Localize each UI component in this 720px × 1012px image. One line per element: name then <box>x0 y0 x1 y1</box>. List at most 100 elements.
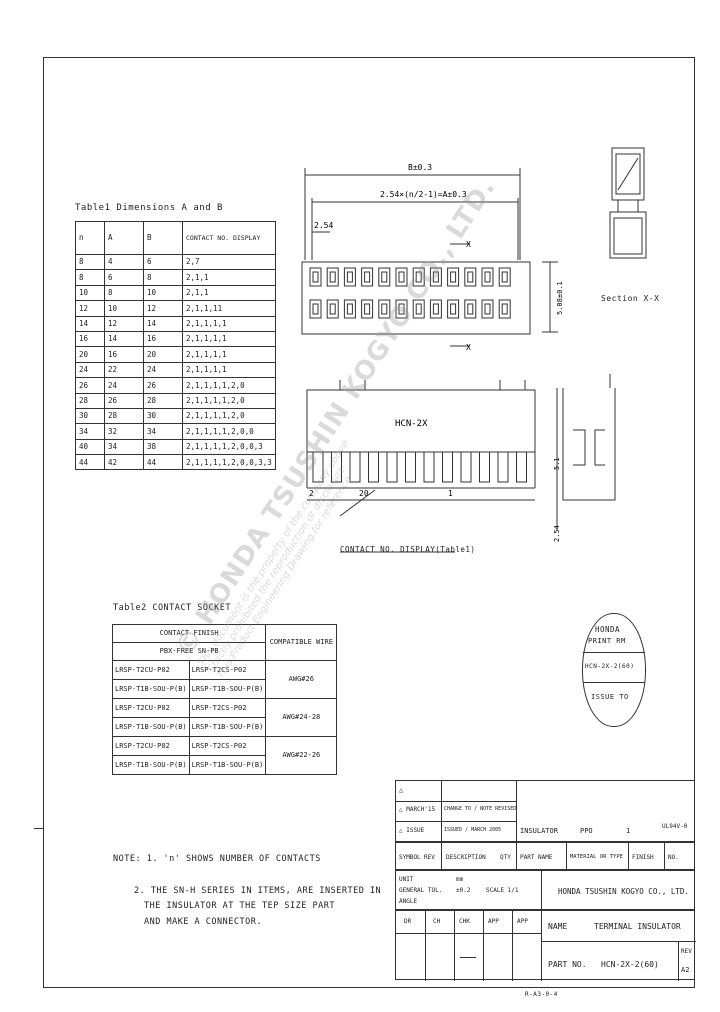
note-3: THE INSULATOR AT THE TEP SIZE PART <box>144 901 335 911</box>
contact-slot-inner <box>381 271 388 283</box>
contact-slot <box>395 299 408 319</box>
contact-slot-inner <box>364 303 371 315</box>
stamp-line4: ISSUE TO <box>591 693 629 701</box>
role-app2: APP <box>517 918 528 925</box>
dim-table-cell: 26 <box>104 392 144 409</box>
dim-table-cell: 12 <box>104 315 144 332</box>
dim-table-cell: 38 <box>143 438 183 456</box>
socket-cell: LRSP-T1B-SOU-P(B) <box>112 717 190 737</box>
contact-slot <box>412 267 425 287</box>
contact-slot <box>361 267 374 287</box>
contact-slot-inner <box>415 303 422 315</box>
socket-cell: LRSP-T2CS-P02 <box>188 736 267 756</box>
contact-slot-inner <box>450 271 457 283</box>
contact-slot-inner <box>312 303 319 315</box>
dim-table-cell: 26 <box>143 377 183 394</box>
name-value: TERMINAL INSULATOR <box>594 922 681 931</box>
dim-table-cell: 6 <box>104 269 144 286</box>
contact-slot <box>343 299 356 319</box>
contact-slot-inner <box>415 271 422 283</box>
dim-table-cell: 2,1,1,1,1 <box>182 346 276 363</box>
dim-table-cell: 24 <box>75 361 105 379</box>
socket-header-compat: COMPATIBLE WIRE <box>265 624 338 661</box>
contact-slot-inner <box>484 271 491 283</box>
contact-slot <box>429 267 442 287</box>
contact-slot <box>447 299 460 319</box>
socket-wire: AWG#24-28 <box>265 698 338 737</box>
contact-slot-inner <box>312 271 319 283</box>
dim-table-cell: 2,1,1,1,1,2,0 <box>182 407 276 425</box>
dim-table-cell: 42 <box>104 454 144 471</box>
contact-slot-inner <box>467 271 474 283</box>
dim-table-cell: 12 <box>75 300 105 317</box>
contact-slot <box>447 267 460 287</box>
dim-table-cell: 16 <box>143 330 183 348</box>
dim-table-cell: 10 <box>104 300 144 317</box>
dim-header-a: A <box>104 221 144 255</box>
dim-table-cell: 44 <box>143 454 183 471</box>
contact-pin <box>386 452 398 483</box>
rev-2: △ MARCH'15 <box>399 806 436 813</box>
role-ch: CH <box>433 918 441 925</box>
dim-table-cell: 24 <box>143 361 183 379</box>
section-mark-top: X <box>466 240 471 249</box>
pin-label-20: 20 <box>359 489 369 498</box>
title-header-row: SYMBOL REV DESCRIPTION QTY PART NAME MAT… <box>395 842 695 871</box>
side-dim-1: 5.1 <box>553 457 561 470</box>
dim-table-cell: 2,1,1,1,1,2,0,0,3 <box>182 438 276 456</box>
contact-slot-inner <box>329 271 336 283</box>
item-finish: UL94V-0 <box>662 823 688 830</box>
dim-table-cell: 44 <box>75 454 105 471</box>
tol-scale: SCALE 1/1 <box>486 887 519 894</box>
role-app1: APP <box>488 918 499 925</box>
contact-slot-inner <box>484 303 491 315</box>
footer-code: R-A3-0-4 <box>525 991 558 998</box>
dim-table-cell: 2,1,1,11 <box>182 300 276 317</box>
rev-3: △ ISSUE <box>399 827 425 834</box>
contact-pin <box>516 452 527 483</box>
contact-slot <box>378 267 391 287</box>
contact-slot <box>498 267 511 287</box>
dim-table-cell: 2,1,1,1,1,2,0,0 <box>182 423 276 440</box>
contact-slot-inner <box>381 303 388 315</box>
dim-table-cell: 32 <box>104 423 144 440</box>
socket-cell: LRSP-T2CS-P02 <box>188 698 267 718</box>
socket-cell: LRSP-T1B-SOU-P(B) <box>188 717 267 737</box>
dim-table-cell: 2,1,1,1,1 <box>182 330 276 348</box>
contact-slot <box>464 267 477 287</box>
tol-ang: ±0.2 <box>456 887 471 894</box>
socket-cell: LRSP-T2CU-P02 <box>112 736 190 756</box>
socket-cell: LRSP-T2CU-P02 <box>112 660 190 680</box>
contact-pin <box>349 452 361 483</box>
hdr-finish: FINISH <box>632 854 654 861</box>
dim-table-cell: 28 <box>75 392 105 409</box>
contact-slot <box>498 299 511 319</box>
contact-slot <box>481 299 494 319</box>
hdr-no: NO. <box>668 854 679 861</box>
contact-display-callout: CONTACT NO. DISPLAY(Table1) <box>340 545 476 554</box>
contact-pin <box>442 452 453 483</box>
dim-table-cell: 16 <box>104 346 144 363</box>
pin-label-2: 2 <box>309 489 314 498</box>
dim-table-cell: 2,7 <box>182 253 276 271</box>
contact-slot-inner <box>501 303 508 315</box>
dim-header-contact: CONTACT NO. DISPLAY <box>182 221 276 255</box>
socket-wire: AWG#26 <box>265 660 338 699</box>
approval-stamp: HONDA PRINT RM HCN-2X-2(60) ISSUE TO <box>582 613 646 727</box>
contact-pin <box>368 452 379 483</box>
rev-1: △ <box>399 786 404 794</box>
dim-b-label: B±0.3 <box>408 163 432 172</box>
socket-wire: AWG#22-26 <box>265 736 338 775</box>
signature-dash <box>460 957 476 958</box>
contact-slot <box>412 299 425 319</box>
stamp-line3: HCN-2X-2(60) <box>585 663 635 670</box>
contact-pin <box>331 452 342 483</box>
